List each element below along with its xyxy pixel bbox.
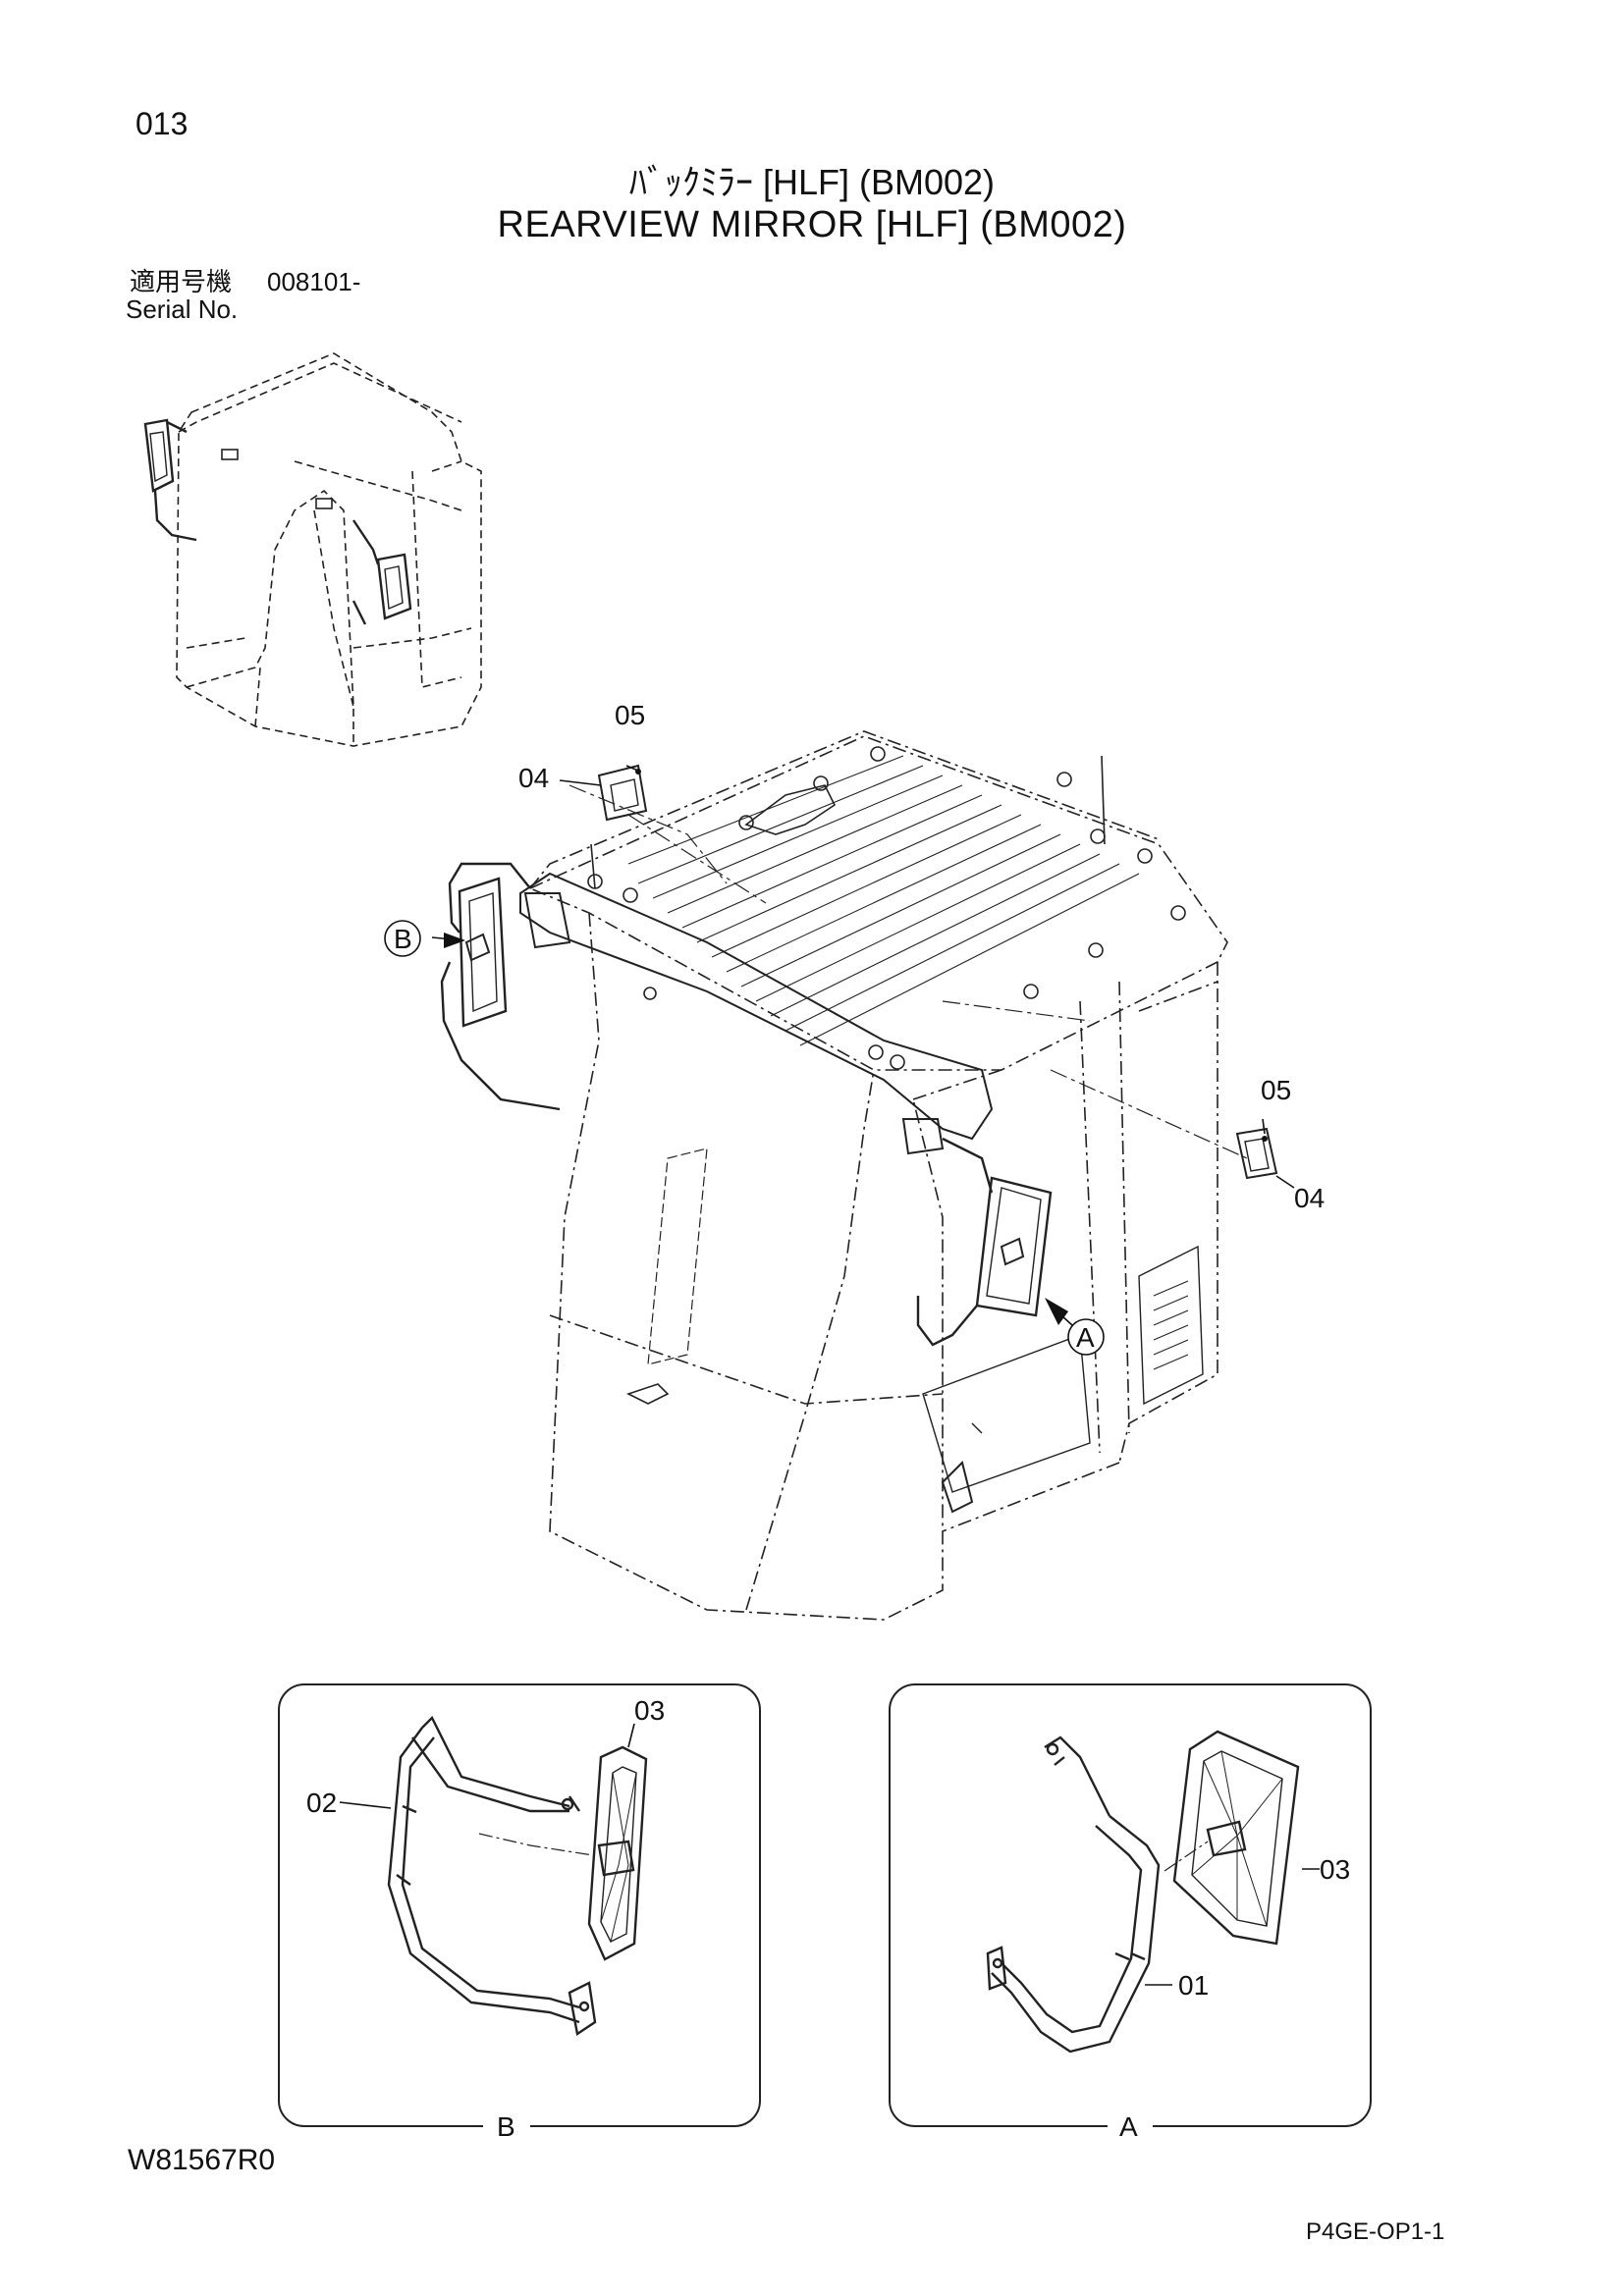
callout-arrowheads xyxy=(444,769,1268,1325)
cab-main-drawing xyxy=(440,730,1278,1621)
serial-label-english: Serial No. xyxy=(126,294,239,324)
detail-b-panel: 03 02 B xyxy=(278,1683,761,2142)
view-a-bubble xyxy=(1067,1318,1105,1356)
detail-a-label: A xyxy=(1119,2111,1138,2142)
overview-thumbnail xyxy=(143,352,482,747)
detail-a-part-01: 01 xyxy=(1178,1970,1209,2001)
detail-b-part-03: 03 xyxy=(634,1695,665,1726)
serial-value: 008101- xyxy=(267,267,361,296)
drawing-number: W81567R0 xyxy=(128,2144,276,2176)
detail-b-label: B xyxy=(497,2111,515,2142)
detail-a-panel: 03 01 A xyxy=(889,1683,1372,2142)
detail-a-part-03: 03 xyxy=(1320,1854,1350,1885)
title-english: REARVIEW MIRROR [HLF] (BM002) xyxy=(497,204,1127,245)
page-number: 013 xyxy=(135,106,189,141)
view-a-label: A xyxy=(1076,1322,1095,1353)
title-japanese: ﾊﾞｯｸﾐﾗｰ [HLF] (BM002) xyxy=(628,162,996,202)
serial-label-japanese: 適用号機 xyxy=(130,267,233,296)
callout-04-top: 04 xyxy=(518,763,549,793)
callout-05-top: 05 xyxy=(615,700,645,730)
view-b-label: B xyxy=(394,924,412,954)
detail-b-part-02: 02 xyxy=(306,1788,337,1818)
callout-leaders xyxy=(431,765,1295,1326)
view-b-bubble xyxy=(384,920,421,957)
page-code: P4GE-OP1-1 xyxy=(1306,2218,1445,2245)
callout-04-right: 04 xyxy=(1294,1183,1325,1213)
callout-05-right: 05 xyxy=(1261,1075,1291,1105)
